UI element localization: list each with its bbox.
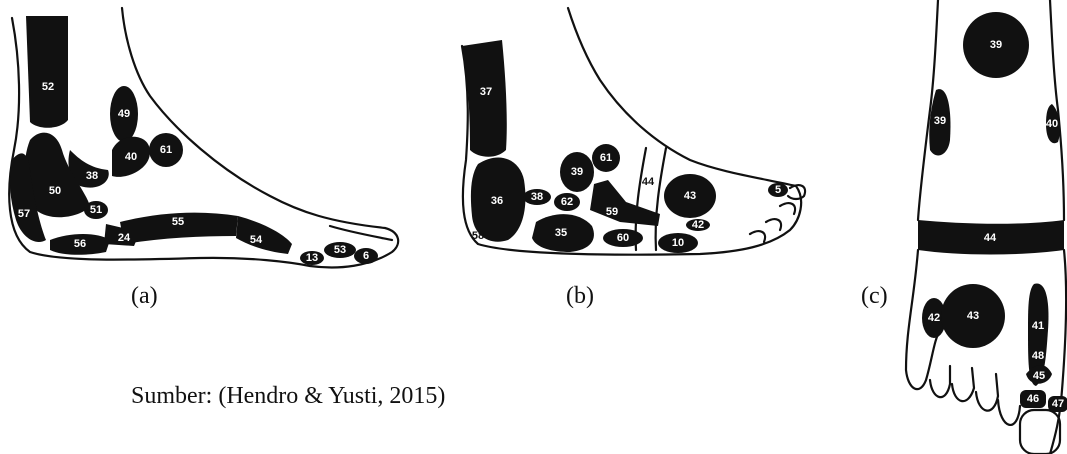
zone-label: 49 [118, 108, 130, 120]
zone-label: 44 [642, 176, 655, 188]
zone-label: 36 [491, 195, 503, 207]
zone-label: 41 [1032, 320, 1044, 332]
zone-label: 52 [42, 81, 54, 93]
zone-label: 42 [692, 219, 704, 231]
foot-c-toe-4 [998, 400, 1020, 425]
foot-c-right-edge [1050, 250, 1066, 454]
zone-b-37 [462, 40, 507, 157]
zone-label: 24 [118, 232, 131, 244]
zone-label: 38 [86, 170, 98, 182]
caption-b: (b) [566, 283, 594, 310]
zone-label: 55 [172, 216, 184, 228]
foot-a: 52 49 61 40 38 50 51 57 24 55 56 54 13 5… [9, 8, 398, 267]
zone-label: 43 [967, 310, 979, 322]
zone-label: 43 [684, 190, 696, 202]
foot-b: 37 61 39 36 38 62 59 44 43 42 5 58 35 60… [462, 8, 805, 255]
foot-c-toe-3 [976, 374, 998, 411]
zone-a-54 [236, 216, 292, 254]
caption-c: (c) [861, 283, 888, 310]
zone-label: 13 [306, 252, 318, 264]
zone-label: 37 [480, 86, 492, 98]
zone-label: 6 [363, 250, 369, 262]
zone-label: 46 [1027, 393, 1039, 405]
foot-b-toe-2 [780, 203, 795, 214]
zone-label: 60 [617, 232, 629, 244]
zone-label: 40 [125, 151, 137, 163]
zone-label: 35 [555, 227, 567, 239]
zone-label: 38 [531, 191, 543, 203]
zone-label: 42 [928, 312, 940, 324]
zone-label: 61 [160, 144, 172, 156]
zone-label: 61 [600, 152, 612, 164]
zone-label: 54 [250, 234, 263, 246]
caption-a: (a) [131, 283, 158, 310]
zone-label: 57 [18, 208, 30, 220]
zone-label: 39 [571, 166, 583, 178]
zone-label: 53 [334, 244, 346, 256]
zone-label: 39 [934, 115, 946, 127]
foot-b-toe-3 [766, 219, 781, 230]
zone-label: 48 [1032, 350, 1044, 362]
zone-label: 39 [990, 39, 1002, 51]
foot-c-toe-2 [952, 368, 974, 401]
zone-label: 10 [672, 237, 684, 249]
foot-c-toe-1 [930, 366, 950, 397]
zone-a-52 [26, 16, 68, 128]
foot-c-big-toe [1020, 410, 1060, 454]
zone-label: 5 [775, 184, 781, 196]
source-citation: Sumber: (Hendro & Yusti, 2015) [131, 383, 445, 410]
zone-label: 56 [74, 238, 86, 250]
foot-b-toe-4 [750, 231, 765, 242]
zone-label: 59 [606, 206, 618, 218]
zone-label: 44 [984, 232, 997, 244]
zone-label: 40 [1046, 118, 1058, 130]
zone-label: 58 [472, 230, 484, 242]
foot-c: 39 39 40 44 42 43 41 48 45 46 47 [906, 0, 1067, 454]
zone-label: 51 [90, 204, 102, 216]
zone-label: 62 [561, 196, 573, 208]
zone-label: 47 [1052, 398, 1064, 410]
zone-label: 45 [1033, 370, 1045, 382]
zone-label: 50 [49, 185, 61, 197]
